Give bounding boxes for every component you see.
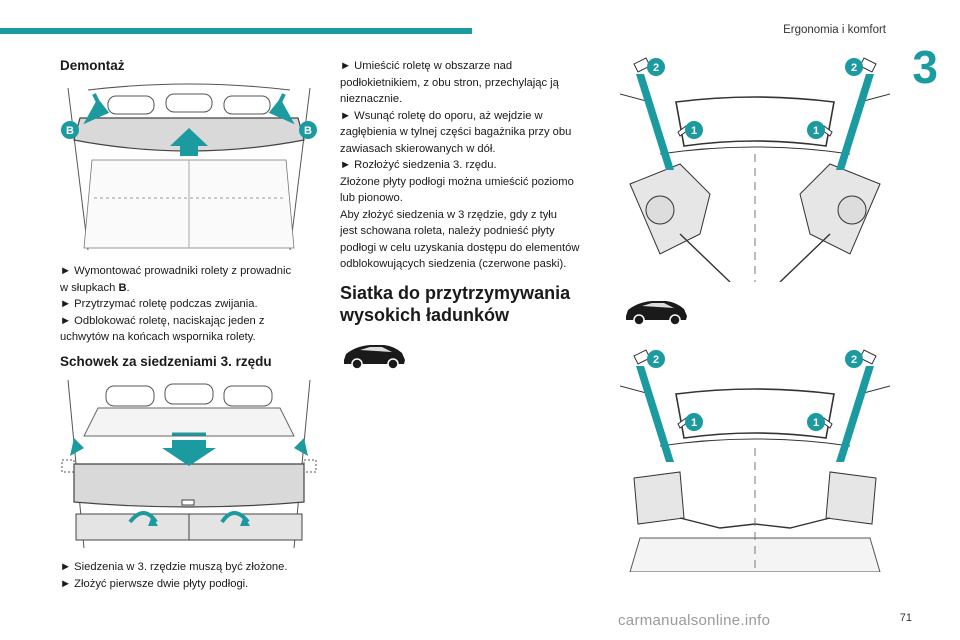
instruction-line: ► Wymontować prowadniki rolety z prowadn… <box>60 265 292 277</box>
section-title-schowek: Schowek za siedzeniami 3. rzędu <box>60 354 272 369</box>
title-line: wysokich ładunków <box>340 305 510 325</box>
section1-instructions: ► Wymontować prowadniki rolety z prowadn… <box>60 263 330 346</box>
instruction-text: w słupkach <box>60 281 119 294</box>
label-1-right: 1 <box>813 125 819 137</box>
running-header: Ergonomia i komfort <box>783 24 886 36</box>
instruction-line: ► Siedzenia w 3. rzędzie muszą być złożo… <box>60 561 288 573</box>
label-b-right: B <box>304 125 312 137</box>
instruction-line: podłokietnikiem, z obu stron, przechylaj… <box>340 76 559 89</box>
title-line: Siatka do przytrzymywania <box>340 283 571 303</box>
section2-instructions: ► Siedzenia w 3. rzędzie muszą być złożo… <box>60 559 330 592</box>
section-title-siatka: Siatka do przytrzymywania wysokich ładun… <box>340 282 570 326</box>
car-silhouette-icon <box>344 345 405 370</box>
section-title-demontaz: Demontaż <box>60 58 125 73</box>
instruction-line: odblokowujących siedzenia (czerwone pask… <box>340 258 567 270</box>
label-2-right: 2 <box>851 62 857 74</box>
col2-instructions: ► Umieścić roletę w obszarze nad podłoki… <box>340 58 610 273</box>
label-2-left: 2 <box>653 62 659 74</box>
instruction-line: Złożone płyty podłogi można umieścić poz… <box>340 175 574 188</box>
label-1-left: 1 <box>691 417 697 429</box>
watermark: carmanualsonline.info <box>618 612 771 629</box>
instruction-line: zawiasach skierowanych w dół. <box>340 142 496 155</box>
label-2-right: 2 <box>851 354 857 366</box>
instruction-line: Aby złożyć siedzenia w 3 rzędzie, gdy z … <box>340 208 558 221</box>
instruction-line: ► Złożyć pierwsze dwie płyty podłogi. <box>60 577 249 590</box>
instruction-line: zagłębienia w tylnej części bagażnika pr… <box>340 126 572 138</box>
chapter-number: 3 <box>912 41 938 93</box>
instruction-line: ► Wsunąć roletę do oporu, aż wejdzie w <box>340 109 543 122</box>
label-2-left: 2 <box>653 354 659 366</box>
instruction-line: lub pionowo. <box>340 192 403 204</box>
instruction-line: ► Umieścić roletę w obszarze nad <box>340 60 513 72</box>
car-silhouette-icon <box>626 301 687 326</box>
figure-storage-behind-seats <box>58 376 320 552</box>
instruction-line: ► Odblokować roletę, naciskając jeden z <box>60 314 265 327</box>
instruction-line: w słupkach B. <box>60 280 330 297</box>
instruction-line: nieznacznie. <box>340 93 403 105</box>
figure-net-installation-bottom: 2 2 1 1 <box>620 348 890 572</box>
instruction-line: ► Rozłożyć siedzenia 3. rzędu. <box>340 159 497 171</box>
label-b-left: B <box>66 125 74 137</box>
label-b-ref: B <box>118 281 127 294</box>
header-accent-bar <box>0 28 472 34</box>
instruction-line: podłogi w celu uzyskania dostępu do elem… <box>340 241 580 254</box>
page-number: 71 <box>899 612 912 624</box>
instruction-line: ► Przytrzymać roletę podczas zwijania. <box>60 298 258 310</box>
period: . <box>126 281 130 294</box>
figure-net-installation-top: 2 2 1 1 <box>620 54 890 282</box>
label-1-left: 1 <box>691 125 697 137</box>
figure-roller-blind-removal: B B <box>58 80 320 256</box>
instruction-line: uchwytów na końcach wspornika rolety. <box>60 331 256 343</box>
instruction-line: jest schowana roleta, należy podnieść pł… <box>340 225 555 237</box>
label-1-right: 1 <box>813 417 819 429</box>
